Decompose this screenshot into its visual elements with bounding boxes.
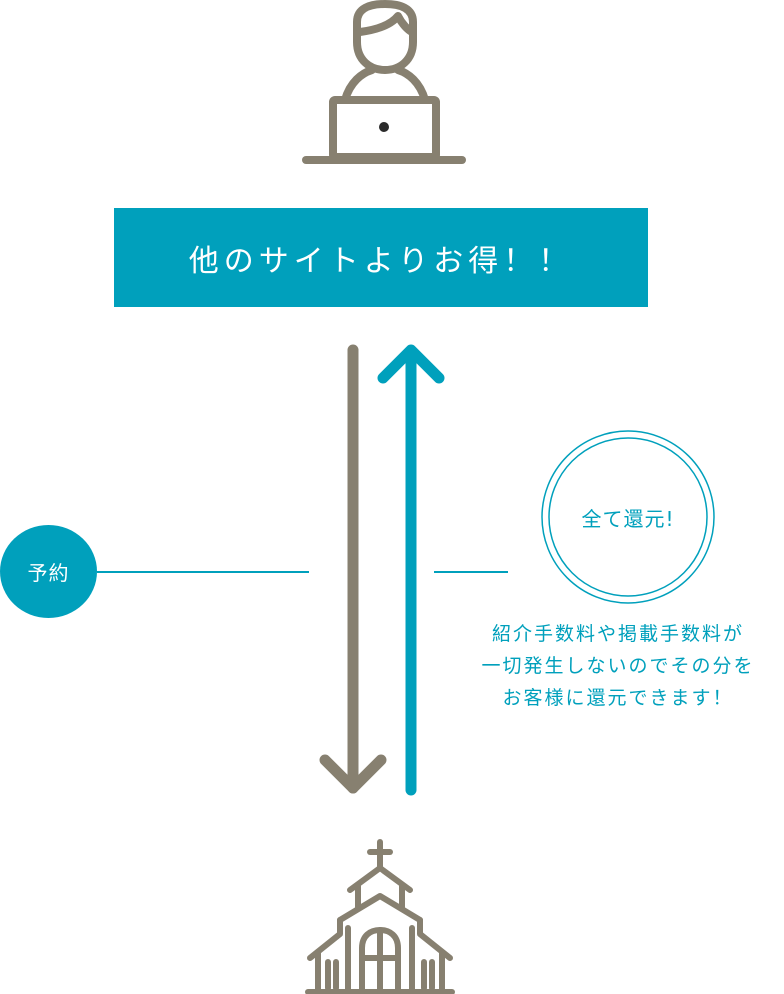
chapel-icon [305,839,455,994]
refund-description-line: 一切発生しないのでその分を [481,655,755,677]
refund-circle [541,430,715,604]
refund-description-line: 紹介手数料や掲載手数料が [491,623,744,645]
savings-banner: 他のサイトよりお得！！ [114,208,648,307]
arrow-down-icon [319,344,387,794]
reservation-connector [97,571,309,573]
refund-description-line: お客様に還元できます！ [502,687,734,709]
reservation-badge: 予約 [0,525,97,618]
arrow-up-icon [377,344,445,796]
flow-arrows [319,344,445,796]
person-at-laptop-icon [302,0,466,164]
refund-description: 紹介手数料や掲載手数料が 一切発生しないのでその分を お客様に還元できます！ [452,618,784,714]
refund-badge-label: 全て還元! [581,506,675,531]
refund-connector [434,571,508,573]
